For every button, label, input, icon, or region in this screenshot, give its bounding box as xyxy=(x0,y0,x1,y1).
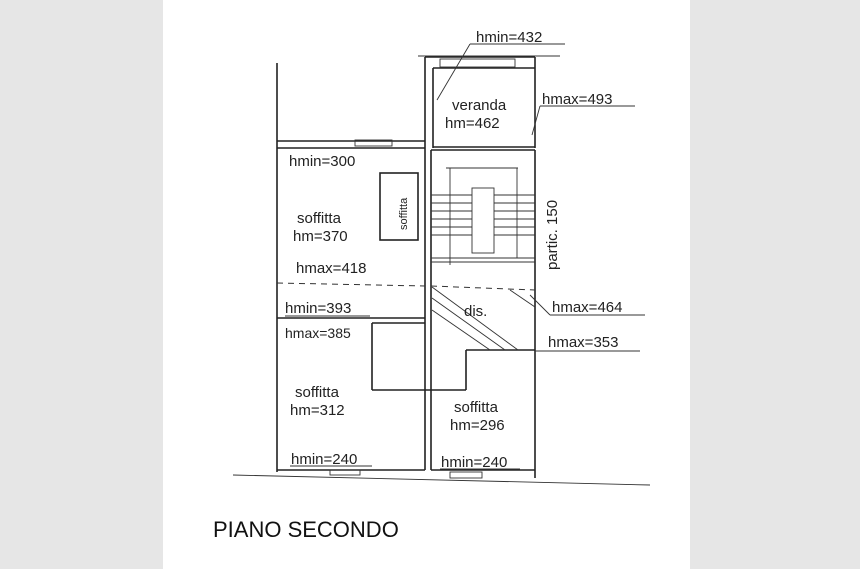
label-left-hm: hm=370 xyxy=(293,228,348,245)
label-lower-left-name: soffitta xyxy=(295,384,340,401)
leader-lines xyxy=(285,43,645,470)
label-veranda-hm: hm=462 xyxy=(445,115,500,132)
plan-title: PIANO SECONDO xyxy=(213,517,399,542)
label-lower-left-hm: hm=312 xyxy=(290,402,345,419)
staircase xyxy=(431,167,536,351)
label-mid-hmin: hmin=393 xyxy=(285,300,351,317)
label-small-room: soffitta xyxy=(398,197,410,230)
label-lower-right-hm: hm=296 xyxy=(450,417,505,434)
roof-ridge-line xyxy=(276,282,426,287)
label-dis: dis. xyxy=(464,303,487,320)
walls xyxy=(232,55,651,486)
label-left-hmin: hmin=300 xyxy=(289,153,355,170)
label-mid-hmax: hmax=385 xyxy=(285,325,351,341)
label-partic: partic. 150 xyxy=(544,200,561,270)
label-lower-right-name: soffitta xyxy=(454,399,499,416)
window xyxy=(354,139,393,147)
veranda-window xyxy=(439,58,516,68)
label-left-name: soffitta xyxy=(297,210,342,227)
label-veranda-name: veranda xyxy=(452,97,507,114)
label-step-hmax: hmax=353 xyxy=(548,334,618,351)
label-lower-right-hmin: hmin=240 xyxy=(441,454,507,471)
label-veranda-hmax: hmax=493 xyxy=(542,91,612,108)
label-veranda-hmin: hmin=432 xyxy=(476,29,542,46)
label-lower-left-hmin: hmin=240 xyxy=(291,451,357,468)
label-left-hmax: hmax=418 xyxy=(296,260,366,277)
label-dis-hmax: hmax=464 xyxy=(552,299,622,316)
drawing-sheet xyxy=(163,0,690,569)
